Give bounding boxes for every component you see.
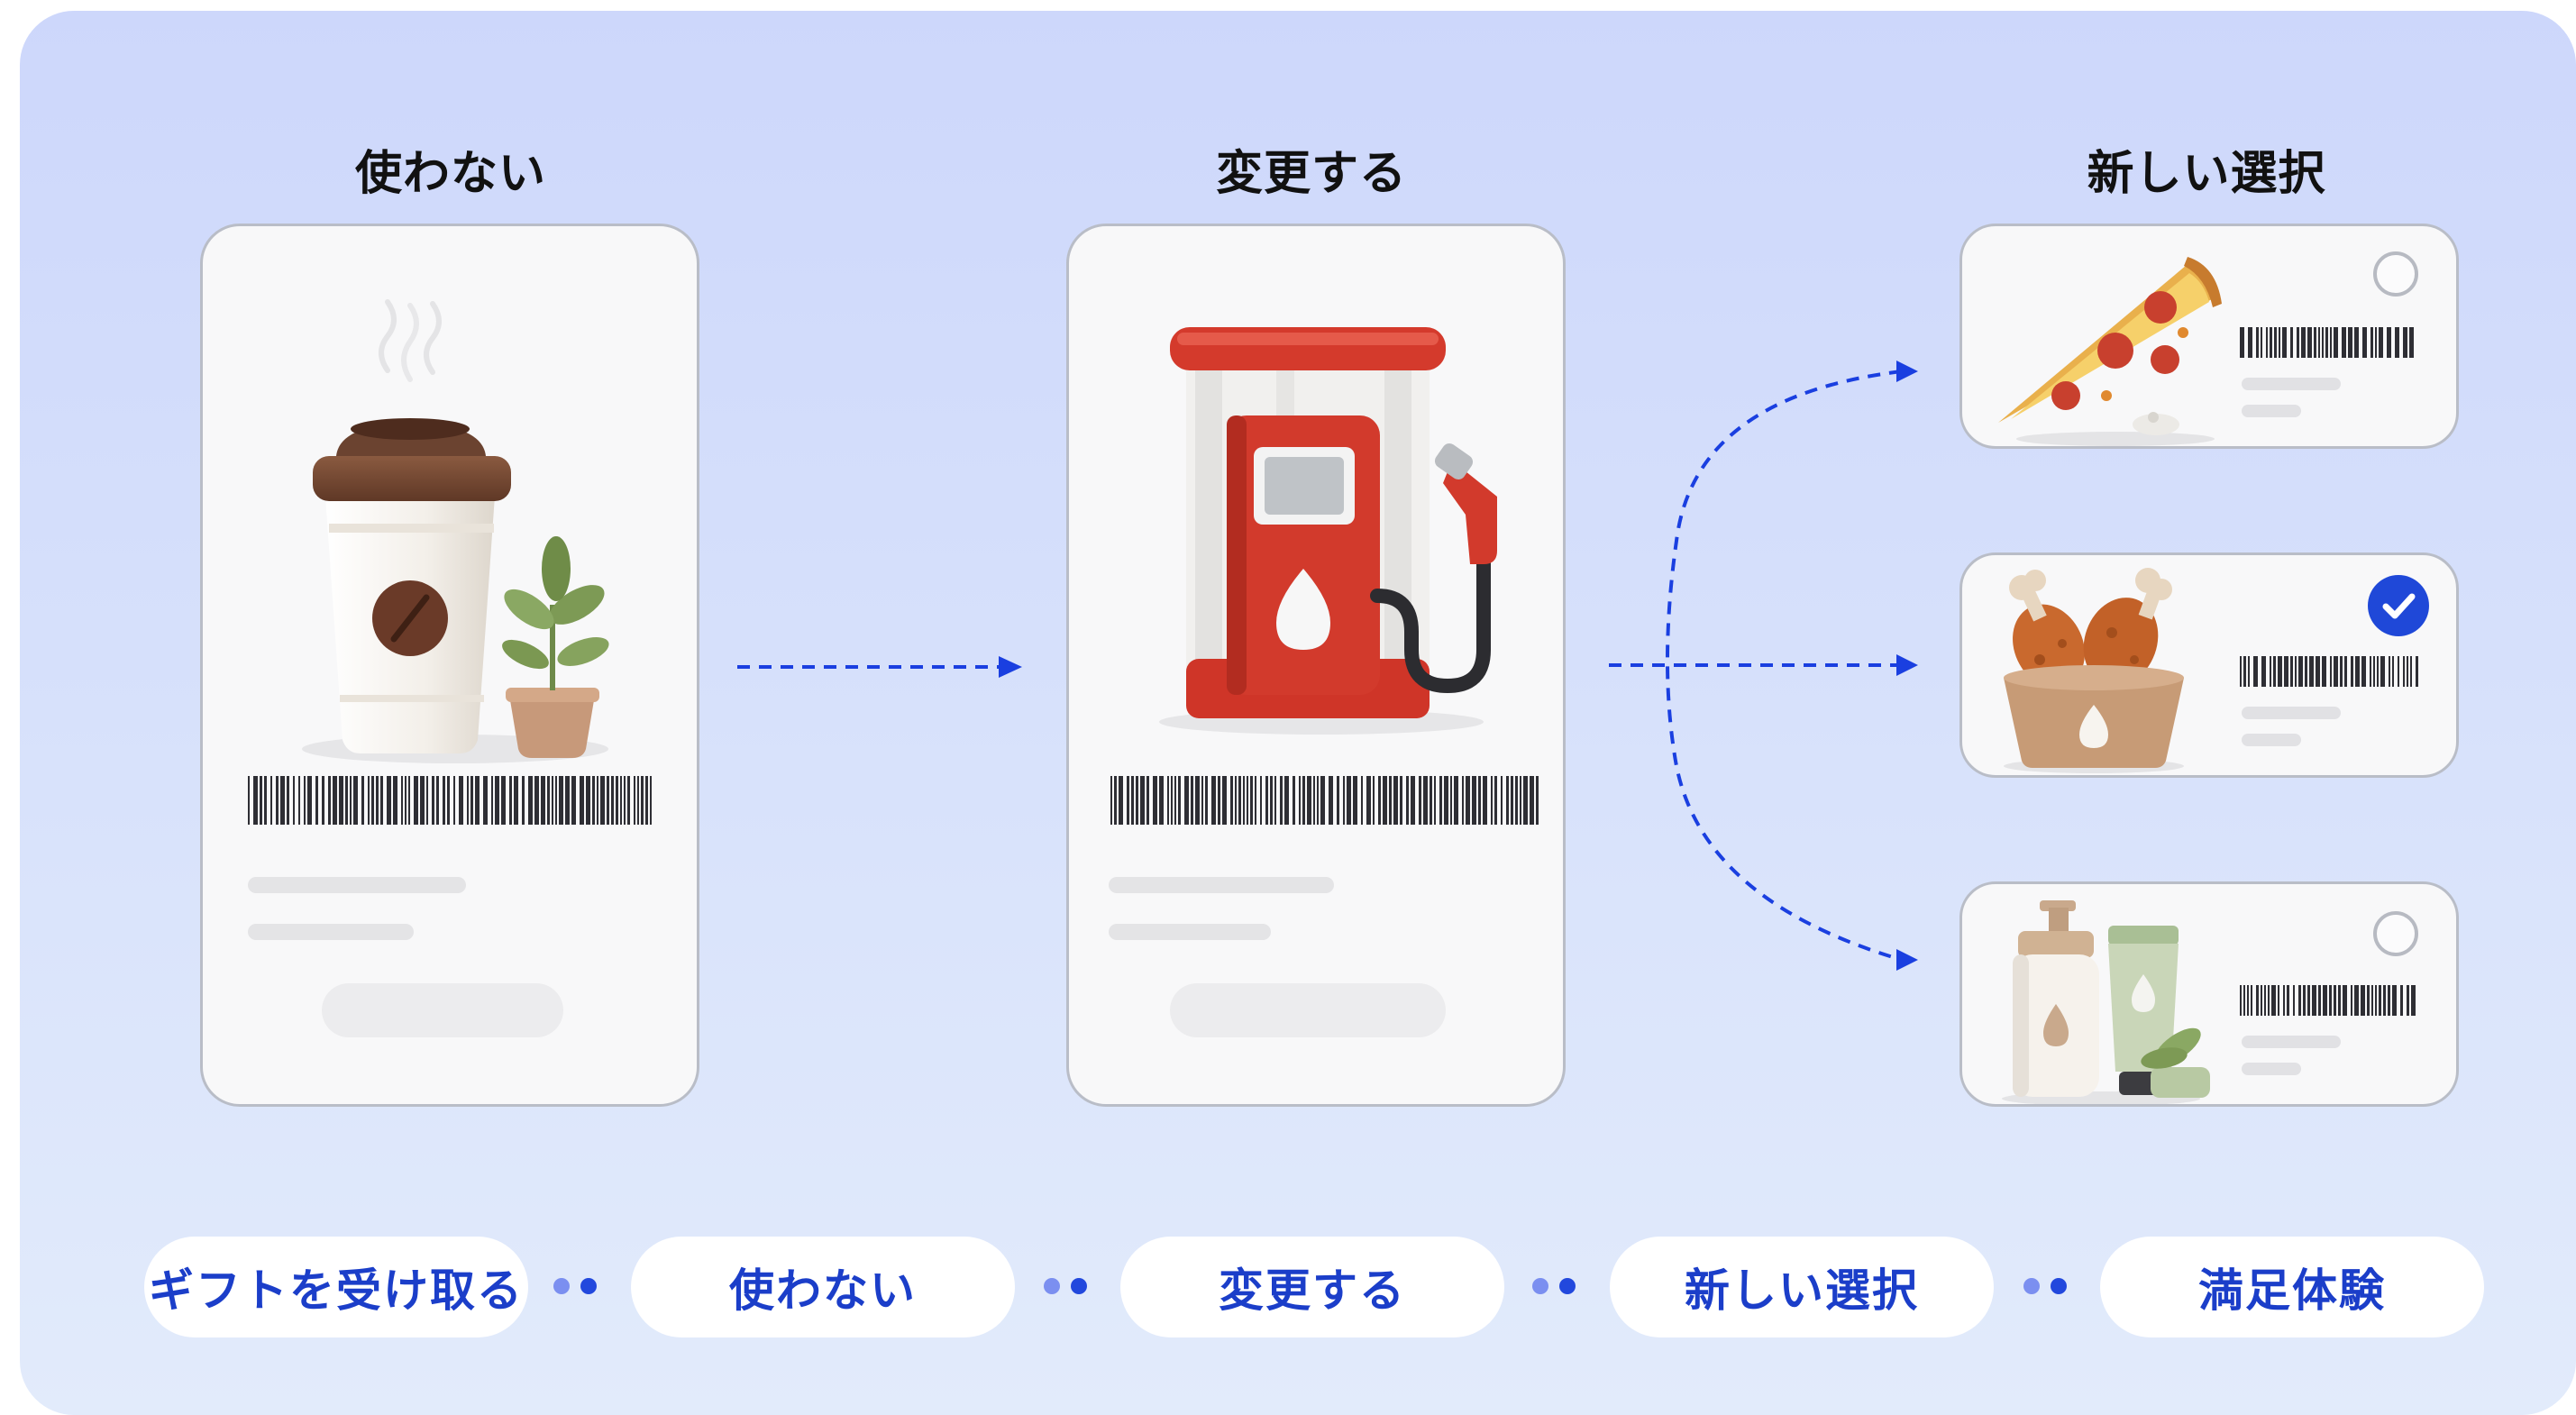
- barcode-fuel: [1110, 776, 1539, 825]
- option-card-chicken[interactable]: [1959, 552, 2459, 778]
- placeholder-line: [1109, 877, 1334, 893]
- barcode-coffee: [248, 776, 652, 825]
- coffee-gift-card: [200, 224, 699, 1107]
- placeholder-button: [322, 983, 563, 1037]
- option-card-cosmetics[interactable]: [1959, 881, 2459, 1107]
- placeholder-line: [2242, 707, 2341, 719]
- barcode-chicken: [2240, 656, 2418, 687]
- placeholder-line: [2242, 378, 2341, 390]
- placeholder-line: [2242, 734, 2301, 746]
- check-icon: [2382, 593, 2416, 619]
- placeholder-line: [2242, 1063, 2301, 1075]
- heading-new-choice: 新しい選択: [2087, 147, 2326, 201]
- fuel-pump-icon: [1159, 327, 1497, 735]
- radio-unselected[interactable]: [2373, 251, 2418, 297]
- barcode-cosmetics: [2240, 985, 2416, 1016]
- pizza-icon: [1998, 257, 2222, 446]
- placeholder-line: [248, 924, 414, 940]
- flow-connector-dots: [1044, 1276, 1094, 1296]
- fried-chicken-icon: [2004, 568, 2184, 773]
- fuel-gift-card: [1066, 224, 1566, 1107]
- placeholder-line: [1109, 924, 1271, 940]
- radio-selected[interactable]: [2368, 575, 2429, 636]
- placeholder-line: [2242, 1036, 2341, 1048]
- cosmetics-icon: [2002, 900, 2210, 1104]
- heading-change: 変更する: [1215, 147, 1407, 201]
- flow-connector-dots: [1532, 1276, 1583, 1296]
- flow-step-satisfaction: 満足体験: [2100, 1237, 2484, 1337]
- dashed-arrow-1: [737, 656, 1022, 678]
- coffee-cup-icon: [302, 299, 609, 763]
- placeholder-line: [2242, 405, 2301, 417]
- radio-unselected[interactable]: [2373, 911, 2418, 956]
- flow-connector-dots: [553, 1276, 604, 1296]
- flow-step-unused: 使わない: [631, 1237, 1015, 1337]
- flow-step-receive-gift: ギフトを受け取る: [144, 1237, 528, 1337]
- flow-step-change: 変更する: [1120, 1237, 1504, 1337]
- option-card-pizza[interactable]: [1959, 224, 2459, 449]
- branch-arrows: [1609, 361, 1918, 971]
- flow-connector-dots: [2023, 1276, 2074, 1296]
- barcode-pizza: [2240, 327, 2414, 358]
- flow-step-new-choice: 新しい選択: [1610, 1237, 1994, 1337]
- placeholder-button: [1170, 983, 1446, 1037]
- placeholder-line: [248, 877, 466, 893]
- heading-unused: 使わない: [354, 147, 546, 201]
